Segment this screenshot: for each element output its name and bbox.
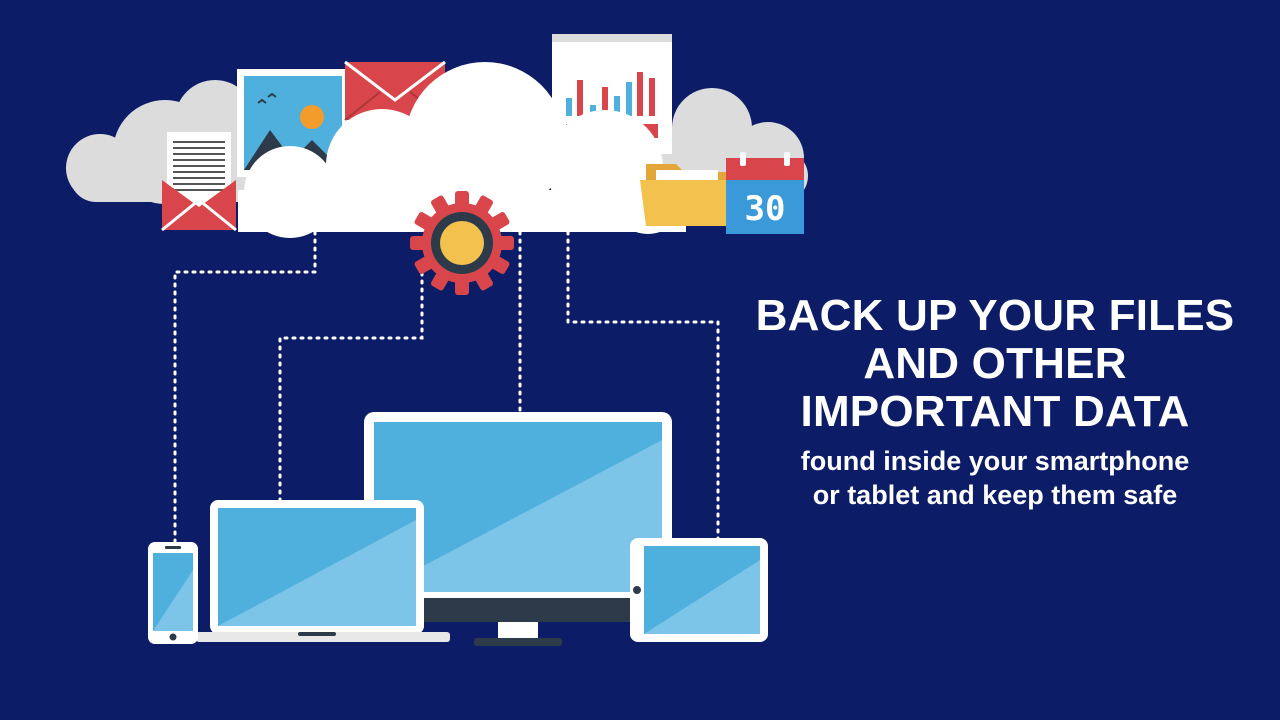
subheadline: found inside your smartphone or tablet a… — [735, 444, 1255, 512]
headline-line-2: AND OTHER — [863, 339, 1127, 388]
connection-lines — [173, 230, 720, 544]
headline: BACK UP YOUR FILES AND OTHER IMPORTANT D… — [735, 292, 1255, 436]
headline-block: BACK UP YOUR FILES AND OTHER IMPORTANT D… — [735, 292, 1255, 512]
subheadline-line-1: found inside your smartphone — [800, 446, 1190, 476]
gear-icon — [410, 191, 514, 295]
connection-line-phone — [173, 230, 317, 544]
connection-line-laptop — [278, 263, 424, 502]
document-envelope-icon — [161, 132, 237, 232]
headline-line-3: IMPORTANT DATA — [800, 387, 1190, 436]
tablet-icon — [630, 538, 768, 642]
folder-icon — [640, 164, 730, 226]
calendar-icon: 30 — [726, 152, 804, 234]
desktop-monitor-icon — [364, 412, 672, 646]
laptop-icon — [196, 500, 450, 642]
subheadline-line-2: or tablet and keep them safe — [812, 480, 1178, 510]
smartphone-icon — [148, 542, 198, 644]
calendar-day: 30 — [745, 189, 786, 229]
headline-line-1: BACK UP YOUR FILES — [755, 291, 1235, 340]
